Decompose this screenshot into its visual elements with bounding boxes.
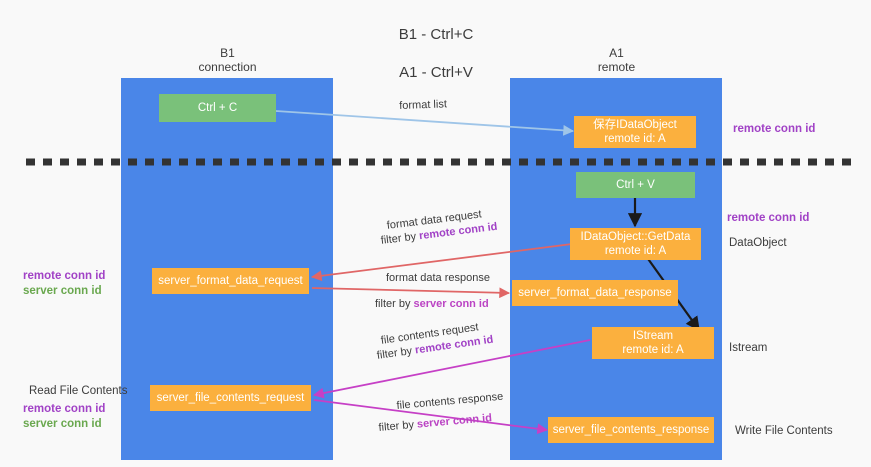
edge-label-format-data-response: format data response xyxy=(386,271,490,285)
side-label-remote-conn-id-top: remote conn id xyxy=(733,122,815,137)
side-label-istream: Istream xyxy=(729,341,767,356)
side-label-istream-text: Istream xyxy=(729,342,768,354)
node-server-file-contents-request-label: server_file_contents_request xyxy=(156,392,305,404)
node-ctrl-v-label: Ctrl + V xyxy=(616,179,655,191)
lane-title-b1-line1: B1 xyxy=(220,46,235,60)
page-title-line2: A1 - Ctrl+V xyxy=(399,64,473,81)
side-label-dataobject: DataObject xyxy=(729,236,787,251)
side-label-left-conn-ids: remote conn id server conn id xyxy=(23,269,105,299)
filter-prefix: filter by xyxy=(375,298,414,310)
node-server-file-contents-response-label: server_file_contents_response xyxy=(552,424,710,436)
side-label-remote-conn-id-top-text: remote conn id xyxy=(733,123,816,135)
node-server-format-data-response[interactable]: server_format_data_response xyxy=(512,280,678,306)
node-server-format-data-response-label: server_format_data_response xyxy=(518,287,672,299)
edge-label-file-contents-response-filter: filter by server conn id xyxy=(378,411,493,435)
side-label-left-server-conn-id: server conn id xyxy=(23,285,102,297)
node-istream-line2: remote id: A xyxy=(622,344,684,356)
node-server-format-data-request-label: server_format_data_request xyxy=(158,275,303,287)
lane-title-a1-line1: A1 xyxy=(609,46,624,60)
node-istream[interactable]: IStream remote id: A xyxy=(592,327,714,359)
edge-label-format-list: format list xyxy=(399,97,447,113)
lane-title-b1-line2: connection xyxy=(198,60,257,74)
side-label-left-server-conn-id-2: server conn id xyxy=(23,418,102,430)
side-label-write-file-contents: Write File Contents xyxy=(735,424,833,439)
side-label-remote-conn-id-mid: remote conn id xyxy=(727,211,809,226)
node-idataobject-getdata-line2: remote id: A xyxy=(604,245,667,257)
node-istream-line1: IStream xyxy=(632,330,674,342)
node-save-idataobject[interactable]: 保存IDataObject remote id: A xyxy=(574,116,696,148)
node-ctrl-c-label: Ctrl + C xyxy=(197,102,238,114)
side-label-write-file-contents-text: Write File Contents xyxy=(735,425,833,437)
edge-label-format-list-text: format list xyxy=(399,98,448,112)
side-label-left-conn-ids-2: remote conn id server conn id xyxy=(23,402,105,432)
side-label-left-remote-conn-id: remote conn id xyxy=(23,270,106,282)
node-save-idataobject-line2: remote id: A xyxy=(604,133,666,145)
lane-title-a1-line2: remote xyxy=(597,60,636,74)
page-title-line1: B1 - Ctrl+C xyxy=(398,26,474,43)
edge-label-file-contents-response: file contents response xyxy=(396,390,504,413)
filter-prefix: filter by xyxy=(376,344,416,362)
node-idataobject-getdata[interactable]: IDataObject::GetData remote id: A xyxy=(570,228,701,260)
node-server-format-data-request[interactable]: server_format_data_request xyxy=(152,268,309,294)
keyword-server-conn-id: server conn id xyxy=(413,298,489,310)
filter-prefix: filter by xyxy=(378,418,418,434)
lane-title-a1: A1 remote xyxy=(534,46,699,74)
node-idataobject-getdata-line1: IDataObject::GetData xyxy=(580,231,691,243)
node-ctrl-c[interactable]: Ctrl + C xyxy=(159,94,276,122)
filter-prefix: filter by xyxy=(380,230,420,247)
side-label-read-file-contents: Read File Contents xyxy=(29,384,127,399)
lane-title-b1: B1 connection xyxy=(145,46,310,74)
edge-label-format-data-response-filter: filter by server conn id xyxy=(375,297,489,311)
edge-label-file-contents-response-text: file contents response xyxy=(396,390,504,412)
node-server-file-contents-response[interactable]: server_file_contents_response xyxy=(548,417,714,443)
side-label-left-remote-conn-id-2: remote conn id xyxy=(23,403,106,415)
arrow-format-data-response xyxy=(311,287,511,299)
side-label-read-file-contents-text: Read File Contents xyxy=(29,385,128,397)
node-ctrl-v[interactable]: Ctrl + V xyxy=(576,172,695,198)
side-label-dataobject-text: DataObject xyxy=(729,237,787,249)
node-server-file-contents-request[interactable]: server_file_contents_request xyxy=(150,385,311,411)
keyword-server-conn-id: server conn id xyxy=(416,412,493,431)
side-label-remote-conn-id-mid-text: remote conn id xyxy=(727,212,810,224)
edge-label-format-data-response-text: format data response xyxy=(386,272,490,284)
node-save-idataobject-line1: 保存IDataObject xyxy=(593,119,677,131)
page-title: B1 - Ctrl+C A1 - Ctrl+V xyxy=(336,6,536,101)
